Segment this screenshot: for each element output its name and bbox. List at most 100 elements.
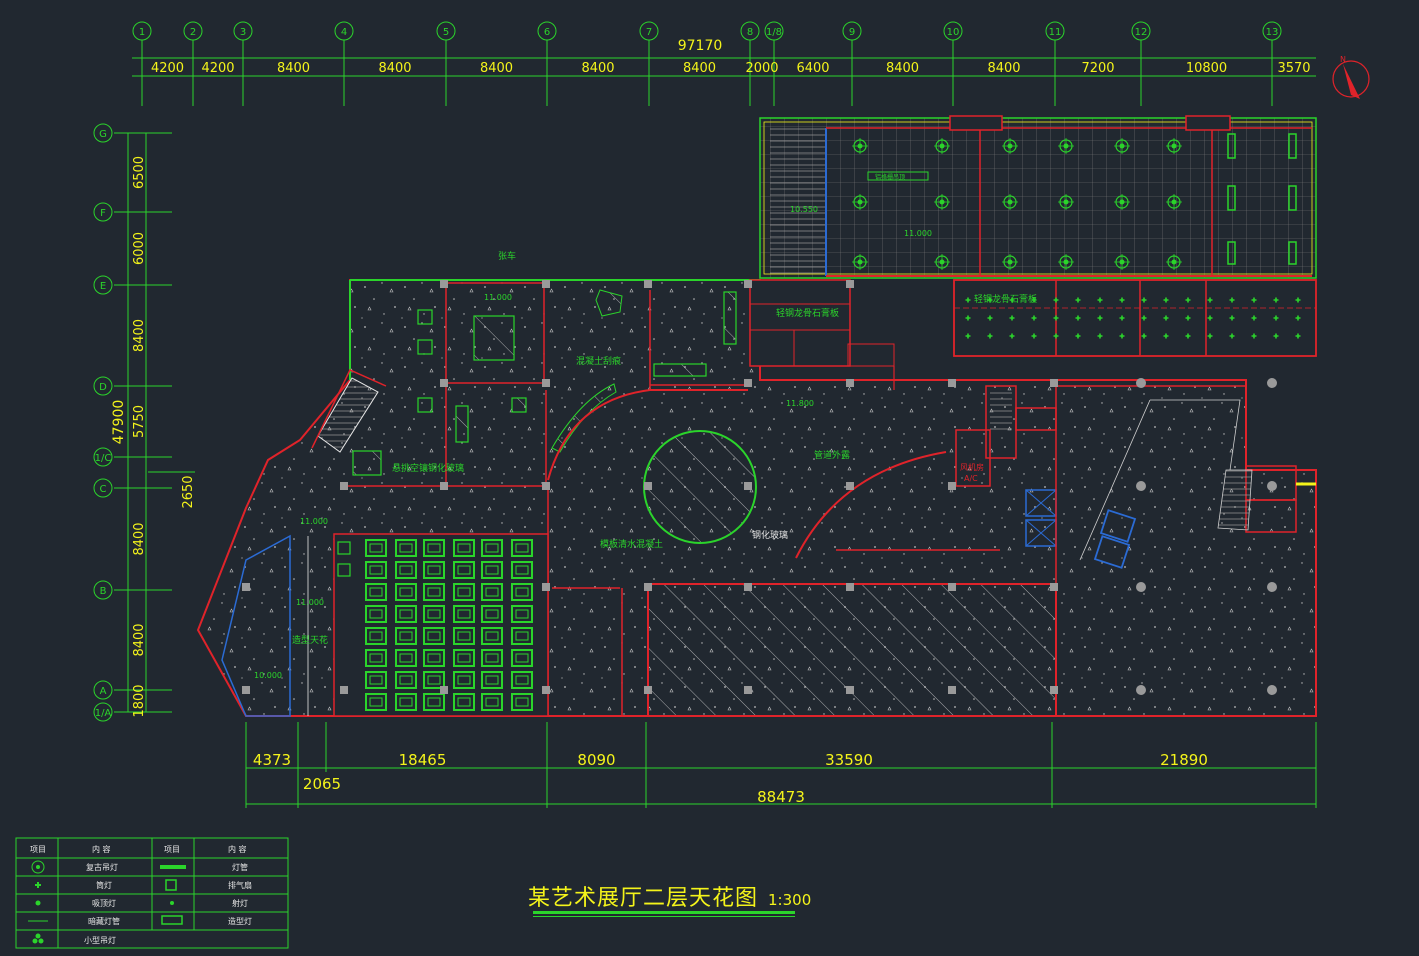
column <box>1050 379 1058 387</box>
chandelier-icon <box>1114 138 1130 154</box>
dimension-value: 8400 <box>480 61 513 76</box>
downlight-icon <box>1207 333 1213 339</box>
axis-label: 9 <box>849 27 855 38</box>
column <box>440 686 448 694</box>
light-box <box>365 539 387 557</box>
axis-label: B <box>100 586 107 597</box>
label-fan-room: 风机房 <box>960 462 984 472</box>
chandelier-icon <box>1002 254 1018 270</box>
dimension-value: 18465 <box>399 751 447 769</box>
downlight-icon <box>35 882 41 888</box>
downlight-icon <box>1009 297 1015 303</box>
downlight-icon <box>1031 315 1037 321</box>
downlight-icon <box>1075 333 1081 339</box>
north-arrow-icon: N <box>1332 55 1370 99</box>
column <box>440 482 448 490</box>
axis-bubble <box>93 680 113 700</box>
dimension-value: 6400 <box>796 61 829 76</box>
chandelier-icon <box>1058 138 1074 154</box>
axis-bubble <box>764 21 784 41</box>
light-box <box>481 539 503 557</box>
light-box <box>511 539 533 557</box>
chandelier-icon <box>1166 254 1182 270</box>
light-box <box>365 627 387 645</box>
column <box>1136 582 1146 592</box>
elev-label: 10.000 <box>254 671 282 680</box>
dimension-value: 21890 <box>1160 751 1208 769</box>
column <box>542 280 550 288</box>
chandelier-icon <box>934 194 950 210</box>
dimension-value: 1800 <box>132 684 147 717</box>
chandelier-icon <box>1002 194 1018 210</box>
downlight-icon <box>1009 333 1015 339</box>
chandelier-icon <box>1166 138 1182 154</box>
light-box <box>395 627 417 645</box>
axis-bubble <box>93 478 113 498</box>
downlight-icon <box>1185 333 1191 339</box>
feature-light-icon <box>161 915 183 925</box>
light-box <box>481 649 503 667</box>
column <box>242 686 250 694</box>
elev-label: 10.550 <box>790 205 818 214</box>
light-box <box>395 583 417 601</box>
left-dimension-chain: GFED1/CCBA1/A650060008400575084008400180… <box>93 123 196 722</box>
light-box <box>395 671 417 689</box>
elev-label: 11.000 <box>300 517 328 526</box>
column <box>744 583 752 591</box>
legend-item: 灯管 <box>232 862 248 872</box>
axis-label: A <box>100 686 107 697</box>
axis-label: 6 <box>544 27 550 38</box>
downlight-icon <box>1229 315 1235 321</box>
chandelier-icon <box>852 194 868 210</box>
dimension-value: 10800 <box>1186 61 1227 76</box>
downlight-icon <box>1031 297 1037 303</box>
downlight-icon <box>965 315 971 321</box>
axis-bubble <box>1045 21 1065 41</box>
legend-item: 筒灯 <box>96 880 112 890</box>
legend-table: 项目 内 容 项目 内 容 复古吊灯 筒灯 吸顶灯 暗藏灯管 小型吊灯 灯管 排… <box>15 837 289 949</box>
legend-header: 内 容 <box>92 844 111 854</box>
downlight-icon <box>1207 297 1213 303</box>
dimension-value: 33590 <box>825 751 873 769</box>
light-box <box>511 561 533 579</box>
axis-label: C <box>100 484 107 495</box>
axis-label: 3 <box>240 27 246 38</box>
downlight-icon <box>1251 333 1257 339</box>
drawing-title: 某艺术展厅二层天花图 <box>528 886 759 911</box>
light-box-grid <box>337 539 533 711</box>
gypsum-ceiling-area <box>953 279 1317 357</box>
legend-header: 项目 <box>30 845 46 854</box>
chandelier-icon <box>1166 194 1182 210</box>
light-box <box>453 627 475 645</box>
axis-label: 8 <box>747 27 753 38</box>
light-box <box>511 605 533 623</box>
dimension-value: 8400 <box>277 61 310 76</box>
downlight-icon <box>1273 315 1279 321</box>
downlight-icon <box>1053 315 1059 321</box>
dimension-value: 2000 <box>745 61 778 76</box>
column <box>644 482 652 490</box>
column <box>644 686 652 694</box>
light-box <box>453 561 475 579</box>
light-box <box>395 561 417 579</box>
legend-item: 暗藏灯管 <box>88 916 120 926</box>
downlight-icon <box>1207 315 1213 321</box>
exhaust-fan-icon <box>165 879 177 891</box>
light-box <box>423 539 445 557</box>
downlight-icon <box>1141 297 1147 303</box>
axis-bubble <box>93 376 113 396</box>
column <box>644 583 652 591</box>
dimension-value: 7200 <box>1081 61 1114 76</box>
axis-label: 7 <box>646 27 652 38</box>
dimension-value: 8400 <box>683 61 716 76</box>
light-box <box>365 605 387 623</box>
light-box <box>511 627 533 645</box>
dimension-value: 8090 <box>577 751 615 769</box>
light-box <box>453 693 475 711</box>
axis-label: 13 <box>1266 27 1279 38</box>
label-concrete: 混凝土刮痕 <box>576 355 621 367</box>
column <box>542 379 550 387</box>
